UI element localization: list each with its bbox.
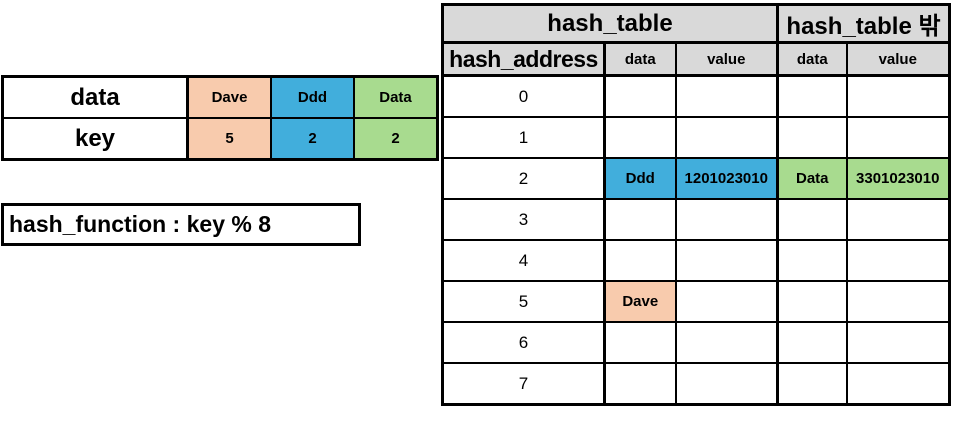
hash-table-column-header: value: [674, 41, 779, 77]
hash-table-cell: [674, 280, 779, 323]
hash-address-cell: 4: [441, 239, 606, 282]
hash-table-cell: [845, 116, 951, 159]
hash-table-cell: [674, 198, 779, 241]
hash-table-cell: [603, 198, 677, 241]
hash-address-cell: 5: [441, 280, 606, 323]
hash-address-cell: 3: [441, 198, 606, 241]
hash-address-cell: 6: [441, 321, 606, 364]
hash-table-column-header: data: [776, 41, 848, 77]
hash-table-cell: [603, 239, 677, 282]
hash-table-cell: [603, 74, 677, 118]
hash-table-column-header: hash_address: [441, 41, 606, 77]
input-table-cell: 5: [186, 117, 272, 161]
hash-table-row: 6: [441, 321, 951, 364]
hash-table-column-header: data: [603, 41, 677, 77]
hash-function-box: hash_function : key % 8: [1, 203, 361, 246]
hash-table-cell: Ddd: [603, 157, 677, 200]
hash-address-cell: 1: [441, 116, 606, 159]
hash-table-cell: [674, 239, 779, 282]
hash-table-row: 1: [441, 116, 951, 159]
hash-table-row: 0: [441, 74, 951, 118]
hash-table-cell: [674, 74, 779, 118]
input-table-cell: Data: [353, 75, 439, 119]
hash-table-cell: [776, 280, 848, 323]
hash-table-row: 4: [441, 239, 951, 282]
hash-table-cell: [603, 116, 677, 159]
input-table-cell: Dave: [186, 75, 272, 119]
input-table-cell: 2: [270, 117, 355, 161]
hash-table-cell: [845, 321, 951, 364]
hash-table-cell: [776, 362, 848, 406]
hash-table-row: 7: [441, 362, 951, 406]
hash-table-cell: [674, 116, 779, 159]
hash-table-cell: [845, 362, 951, 406]
hash-table-cell: 3301023010: [845, 157, 951, 200]
hash-table-cell: [845, 198, 951, 241]
hash-address-cell: 2: [441, 157, 606, 200]
hash-address-cell: 0: [441, 74, 606, 118]
hash-table-cell: [776, 239, 848, 282]
hash-table-cell: [674, 321, 779, 364]
input-table-cell: Ddd: [270, 75, 355, 119]
input-table-cell: 2: [353, 117, 439, 161]
hash-table-cell: 1201023010: [674, 157, 779, 200]
hash-table-column-header: value: [845, 41, 951, 77]
hash-table-cell: [674, 362, 779, 406]
hash-table-cell: Dave: [603, 280, 677, 323]
hash-table-row: 3: [441, 198, 951, 241]
hash-table-cell: [776, 321, 848, 364]
hash-table-cell: [776, 116, 848, 159]
hash-table-cell: [845, 74, 951, 118]
hash-table-cell: [776, 74, 848, 118]
input-table-row-label: data: [1, 75, 189, 119]
hash-table-cell: [603, 362, 677, 406]
hash-function-label: hash_function : key % 8: [9, 211, 272, 237]
hash-table-group-header: hash_table 밖: [776, 3, 951, 44]
hash-address-cell: 7: [441, 362, 606, 406]
input-table-row-label: key: [1, 117, 189, 161]
hash-table-cell: Data: [776, 157, 848, 200]
hash-table-cell: [845, 280, 951, 323]
hash-table-cell: [845, 239, 951, 282]
hash-table-cell: [603, 321, 677, 364]
hash-table-group-header: hash_table: [441, 3, 779, 44]
hash-table-cell: [776, 198, 848, 241]
